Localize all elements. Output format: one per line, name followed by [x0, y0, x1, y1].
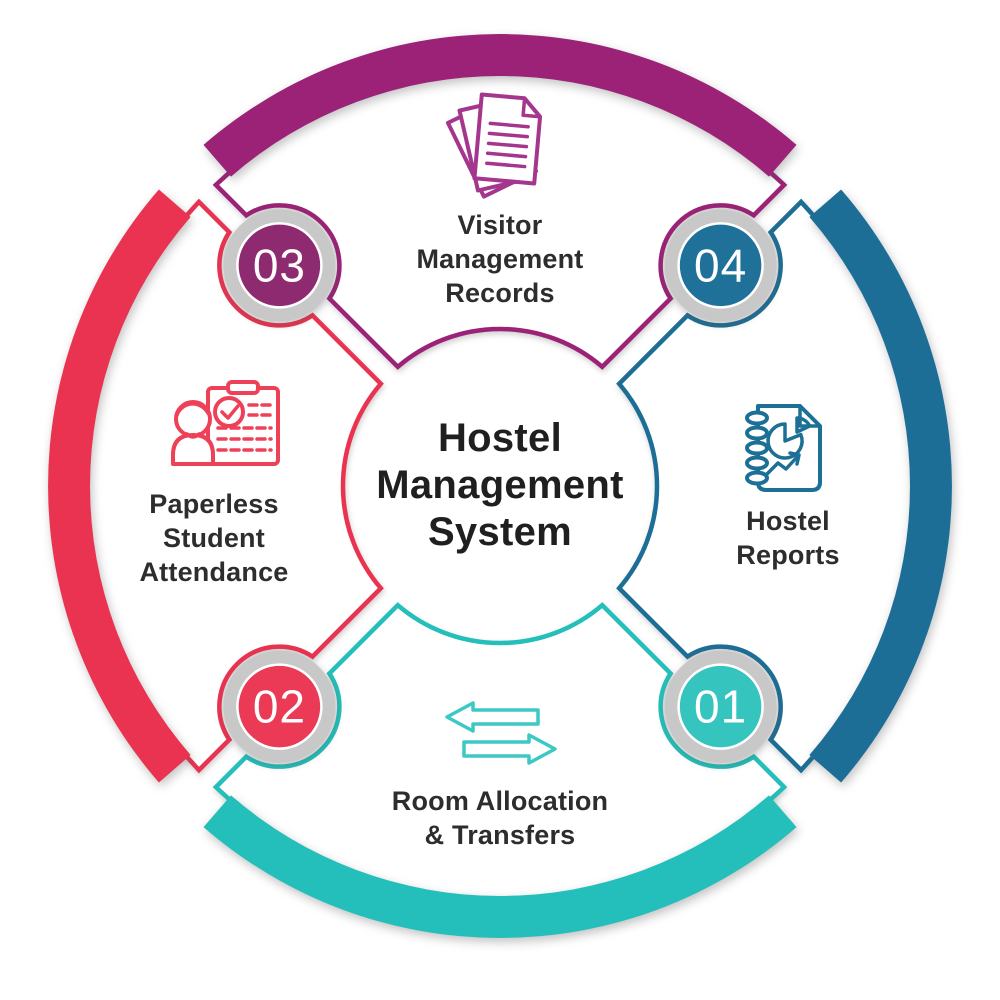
- badge-circle: [236, 222, 323, 309]
- quadrant-bottom-band: [203, 795, 797, 938]
- label-room-allocation-transfers: Room Allocation & Transfers: [320, 784, 680, 852]
- badge-02: 02: [223, 650, 336, 763]
- quadrant-left-band: [48, 189, 191, 783]
- label-line: Student: [163, 523, 265, 554]
- badge-number: 03: [253, 239, 306, 291]
- label-line: Reports: [736, 540, 840, 571]
- quadrant-wedges: [83, 69, 917, 903]
- badge-number: 04: [694, 239, 747, 291]
- report-notebook-icon: [745, 404, 822, 492]
- label-line: Visitor: [457, 210, 543, 240]
- badge-04: 04: [664, 209, 777, 322]
- badge-01: 01: [664, 650, 777, 763]
- badge-number: 01: [694, 681, 747, 733]
- badge-circle: [677, 222, 764, 309]
- label-line: Records: [445, 278, 555, 309]
- stacked-documents-icon: [445, 92, 543, 199]
- center-title-line: Management: [376, 463, 624, 508]
- badge-number: 02: [253, 681, 306, 733]
- badge-circle: [677, 663, 764, 750]
- label-line: Hostel: [746, 506, 830, 536]
- center-title-line: System: [427, 510, 573, 555]
- center-title: Hostel Management System: [376, 415, 624, 557]
- label-line: Management: [416, 244, 584, 275]
- transfer-arrows-icon: [445, 701, 557, 765]
- center-title-line: Hostel: [437, 416, 563, 461]
- student-checklist-icon: [171, 380, 280, 466]
- quadrant-right-band: [809, 189, 952, 783]
- outer-arc-bands: [48, 34, 952, 938]
- badge-03: 03: [223, 209, 336, 322]
- label-line: & Transfers: [424, 820, 576, 851]
- step-badges: 01 02 03 04: [223, 209, 777, 763]
- label-line: Room Allocation: [391, 786, 609, 816]
- label-line: Paperless: [149, 489, 279, 519]
- label-line: Attendance: [139, 557, 289, 588]
- badge-circle: [236, 663, 323, 750]
- quadrant-top-band: [203, 34, 797, 177]
